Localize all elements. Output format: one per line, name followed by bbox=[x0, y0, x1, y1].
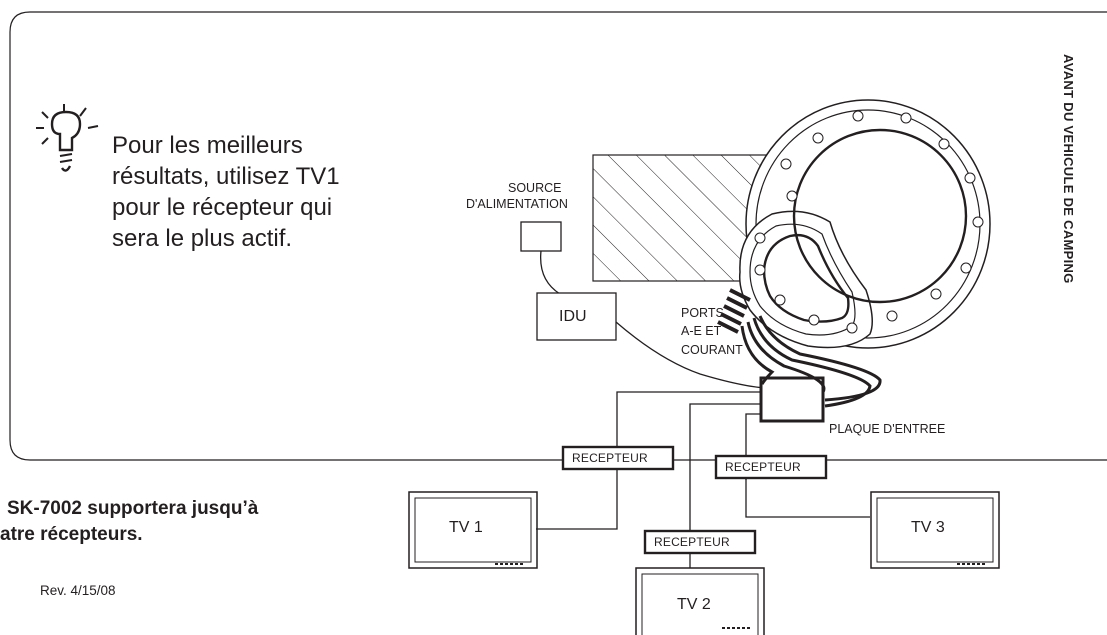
power-source-label-2: D'ALIMENTATION bbox=[466, 197, 568, 211]
ports-label-3: COURANT bbox=[681, 343, 743, 357]
tv2-label: TV 2 bbox=[677, 596, 711, 613]
tip-line-2: résultats, utilisez TV1 bbox=[112, 163, 340, 190]
tip-text: Pour les meilleurs résultats, utilisez T… bbox=[112, 130, 340, 254]
tv-set-2 bbox=[635, 567, 765, 635]
receiver-box-2 bbox=[643, 529, 757, 555]
receiver-label-1: RECEPTEUR bbox=[572, 451, 648, 465]
revision-label: Rev. 4/15/08 bbox=[40, 583, 116, 598]
panel-frame bbox=[9, 11, 1107, 461]
capacity-note: SK-7002 supportera jusqu’à atre récepteu… bbox=[0, 496, 258, 548]
idu-cable bbox=[615, 321, 766, 389]
power-cable bbox=[539, 250, 561, 295]
ports-label-2: A-E ET bbox=[681, 324, 722, 338]
power-source-box bbox=[520, 221, 562, 252]
receiver-label-2: RECEPTEUR bbox=[654, 535, 730, 549]
entry-plate-box bbox=[759, 376, 825, 423]
receiver-box-3 bbox=[714, 454, 828, 480]
tv-set-1 bbox=[408, 491, 538, 569]
lightbulb-icon bbox=[36, 104, 99, 172]
tip-line-3: pour le récepteur qui bbox=[112, 194, 333, 221]
vehicle-front-label: AVANT DU VEHICULE DE CAMPING bbox=[1061, 54, 1076, 284]
capacity-note-line-1: SK-7002 supportera jusqu’à bbox=[7, 498, 259, 519]
receiver-box-1 bbox=[561, 445, 675, 471]
receiver-label-3: RECEPTEUR bbox=[725, 460, 801, 474]
idu-label: IDU bbox=[559, 308, 587, 325]
power-source-label-1: SOURCE bbox=[508, 181, 562, 195]
tip-line-1: Pour les meilleurs bbox=[112, 132, 303, 159]
tv1-label: TV 1 bbox=[449, 519, 483, 536]
idu-box bbox=[536, 292, 617, 341]
ports-bars bbox=[717, 288, 751, 334]
tv3-label: TV 3 bbox=[911, 519, 945, 536]
tip-line-4: sera le plus actif. bbox=[112, 225, 293, 252]
entry-plate-label: PLAQUE D'ENTREE bbox=[829, 422, 946, 436]
ports-label-1: PORTS bbox=[681, 306, 724, 320]
capacity-note-line-2: atre récepteurs. bbox=[0, 524, 143, 545]
tv-set-3 bbox=[870, 491, 1000, 569]
cable-bundle bbox=[740, 315, 882, 408]
antenna-dome bbox=[738, 99, 991, 349]
dome-bolts bbox=[754, 110, 984, 334]
